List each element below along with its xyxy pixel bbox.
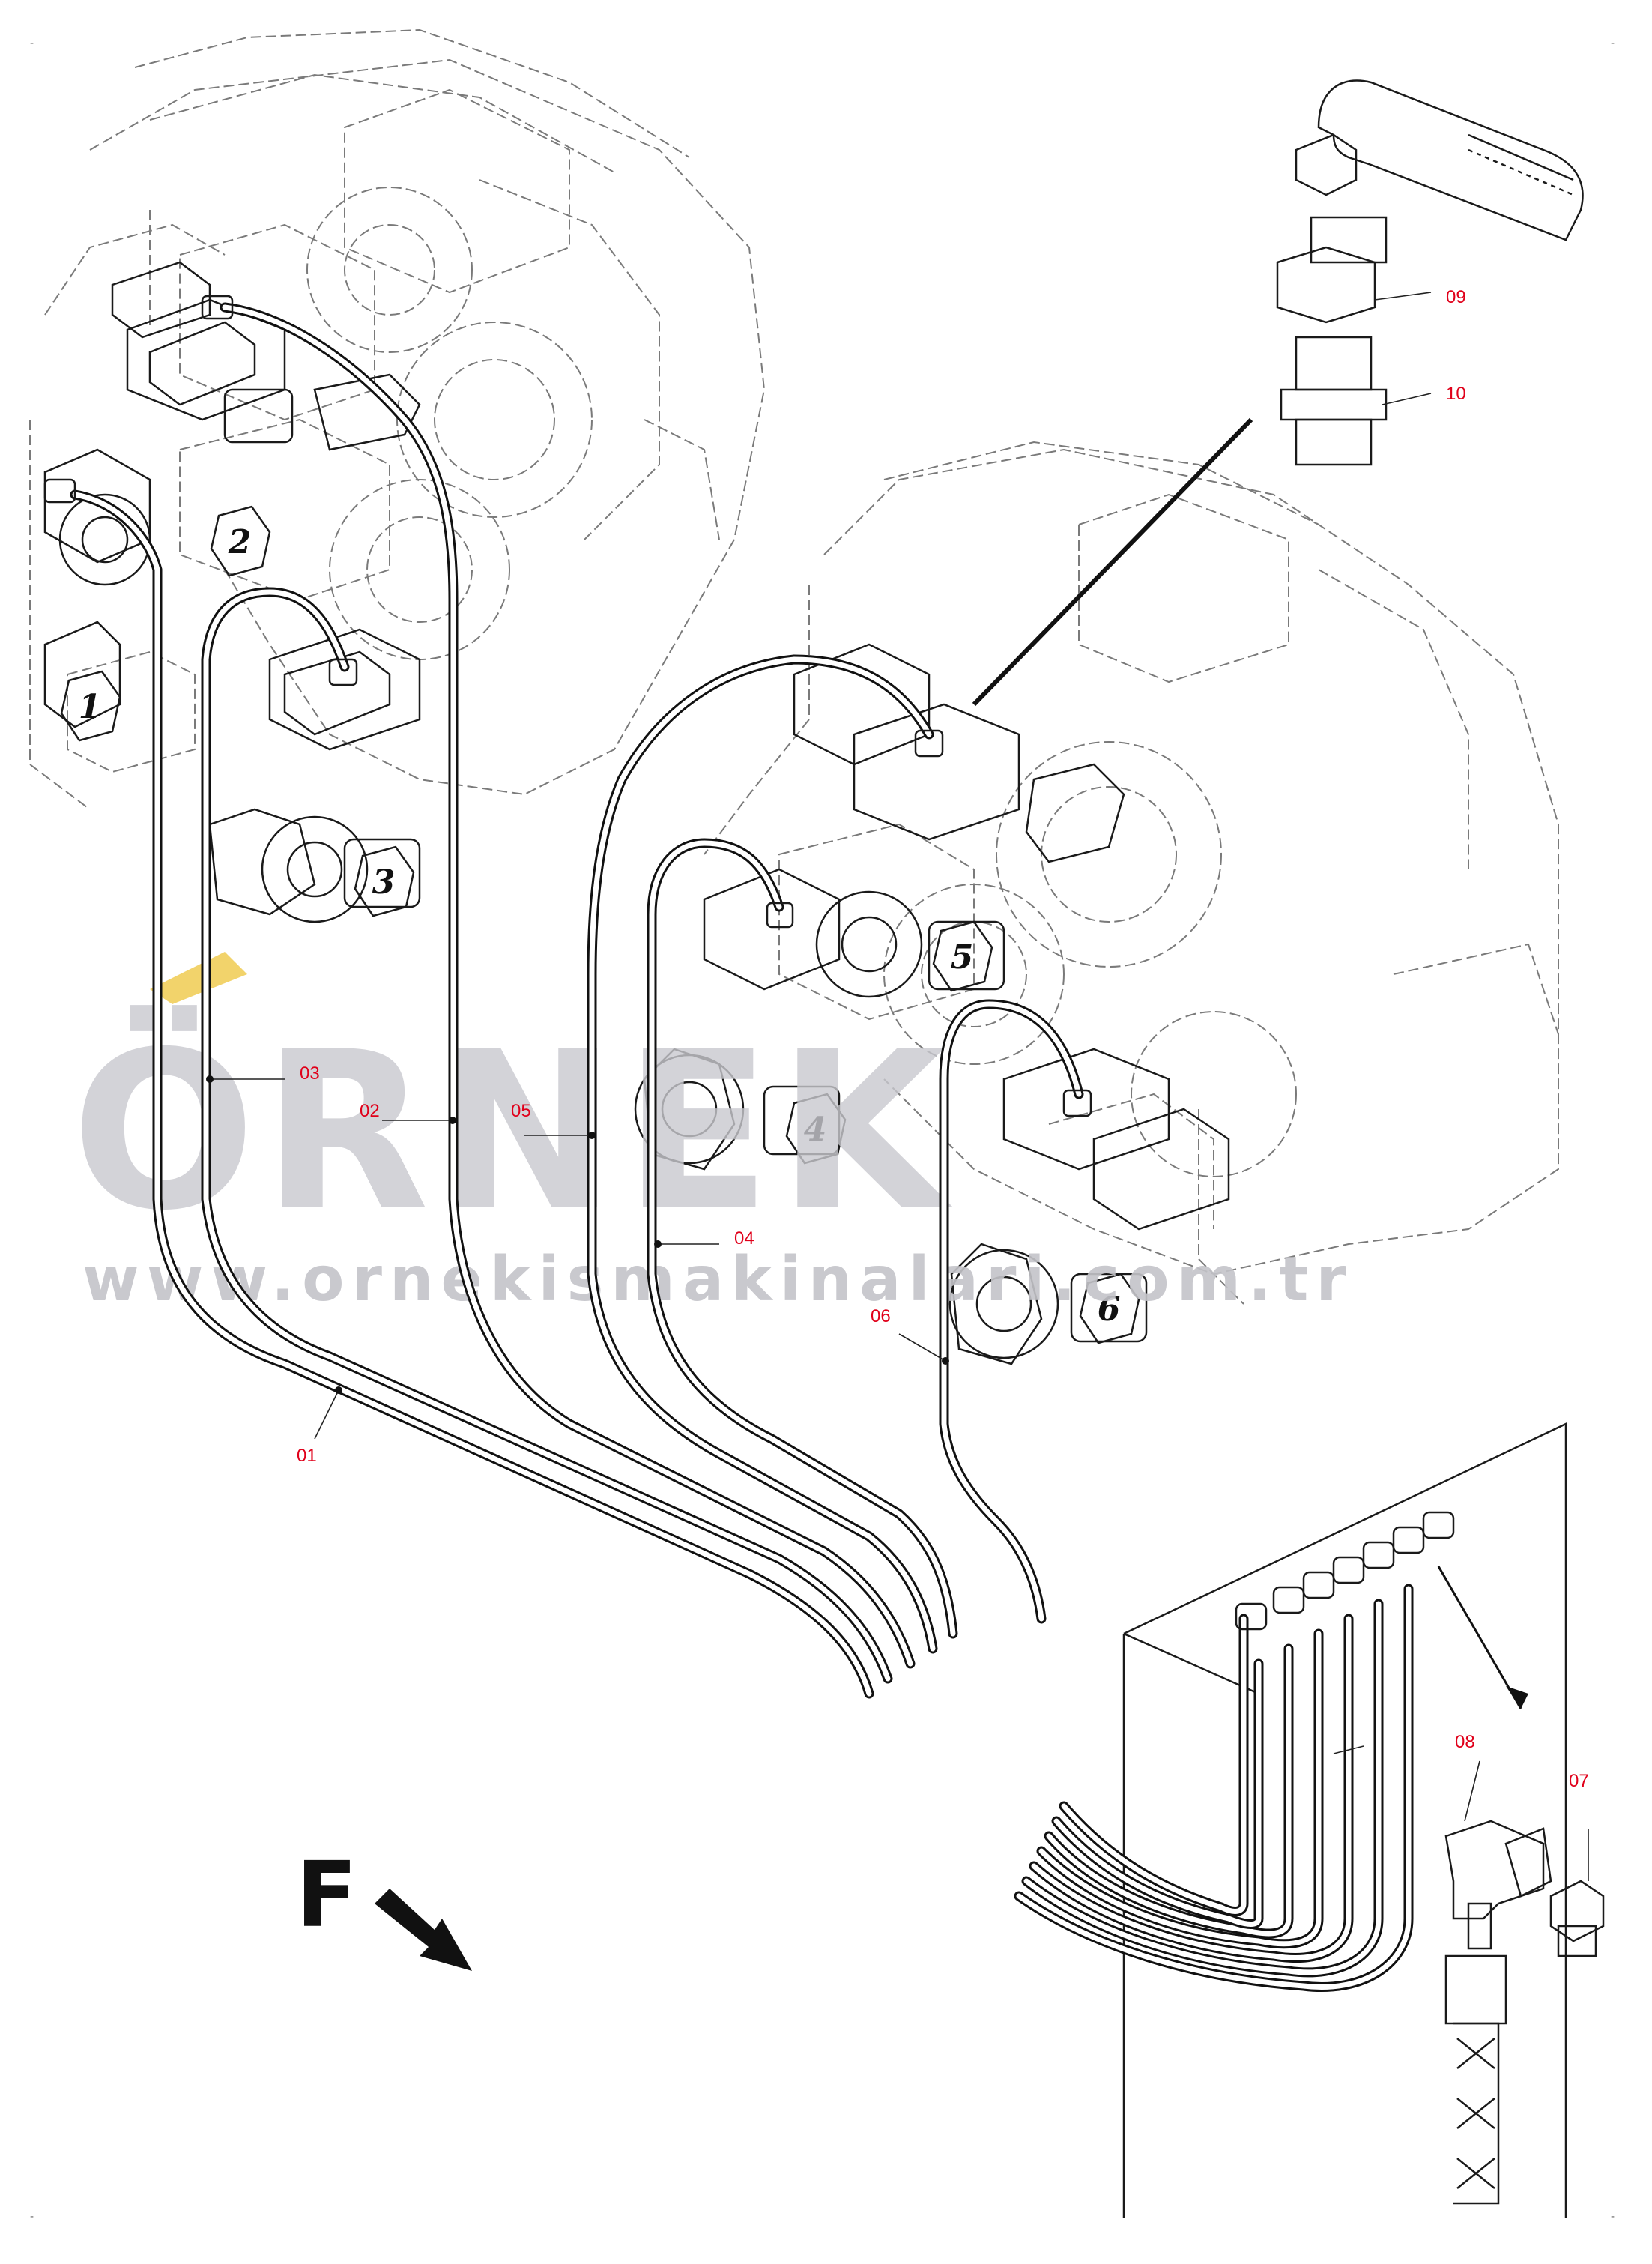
svg-text:-: -: [1611, 37, 1615, 49]
svg-text:4: 4: [804, 1111, 827, 1149]
valve-station-2: [111, 261, 421, 451]
callout-04: 04: [734, 1228, 754, 1249]
direction-indicator: F: [296, 1844, 472, 1971]
svg-text:5: 5: [951, 938, 974, 976]
watermark: ÖRNEK www.ornekismakinalari.com.tr: [71, 952, 1354, 1315]
callout-leaders: [206, 292, 1589, 1881]
hose-03: [201, 587, 893, 1684]
valve-station-3: [208, 628, 421, 923]
part-07-adapter: [1549, 1880, 1605, 1957]
inset-adapter-09-10: [972, 79, 1584, 707]
station-label-2: 2: [210, 505, 271, 577]
callout-09: 09: [1446, 287, 1466, 307]
valve-station-6: [948, 1048, 1230, 1365]
callout-07: 07: [1569, 1771, 1589, 1791]
callout-10: 10: [1446, 384, 1466, 404]
hose-assemblies: [70, 302, 1084, 1699]
callout-05: 05: [511, 1101, 531, 1121]
svg-text:-: -: [30, 2211, 34, 2223]
direction-letter: F: [296, 1844, 357, 1948]
callout-02: 02: [360, 1101, 380, 1121]
svg-text:3: 3: [372, 863, 396, 902]
svg-text:6: 6: [1098, 1291, 1121, 1329]
valve-station-4: [634, 868, 841, 1171]
callout-01: 01: [297, 1446, 317, 1466]
inset-hose-bundle: [1014, 1422, 1605, 2218]
hose-end-fittings: [43, 295, 1092, 1117]
valve-station-1: [43, 448, 151, 728]
svg-text:ÖRNEK: ÖRNEK: [71, 1003, 954, 1258]
hose-06: [939, 999, 1084, 1624]
hose-02: [220, 302, 916, 1669]
callout-08: 08: [1455, 1732, 1475, 1752]
corner-ticks: - - - -: [30, 37, 1615, 2223]
station-label-1: 1: [60, 670, 121, 742]
hose-05: [587, 654, 938, 1654]
rear-housing-block: [29, 28, 766, 810]
bundle-elbow-fittings: [1235, 1511, 1455, 1631]
hose-01: [70, 489, 874, 1699]
part-08-elbow: [1444, 1820, 1552, 1950]
svg-text:1: 1: [79, 688, 102, 726]
callout-06: 06: [871, 1306, 891, 1326]
station-label-4: 4: [785, 1093, 847, 1165]
station-label-6: 6: [1079, 1273, 1140, 1344]
svg-text:www.ornekismakinalari.com.tr: www.ornekismakinalari.com.tr: [82, 1244, 1354, 1315]
hose-04: [647, 838, 958, 1639]
callout-03: 03: [300, 1063, 320, 1084]
braided-hose-end: [1444, 1954, 1507, 2205]
station-label-5: 5: [932, 920, 993, 992]
watermark-accent: [150, 952, 247, 1004]
direction-arrow-icon: [375, 1889, 472, 1971]
svg-text:2: 2: [228, 523, 252, 561]
bundle-hoses: [1014, 1584, 1414, 1992]
svg-text:-: -: [1611, 2211, 1615, 2223]
svg-text:-: -: [30, 37, 34, 49]
callouts: 03 02 05 04 06 01 09 10 08 07: [297, 287, 1589, 1791]
station-label-3: 3: [354, 845, 415, 917]
